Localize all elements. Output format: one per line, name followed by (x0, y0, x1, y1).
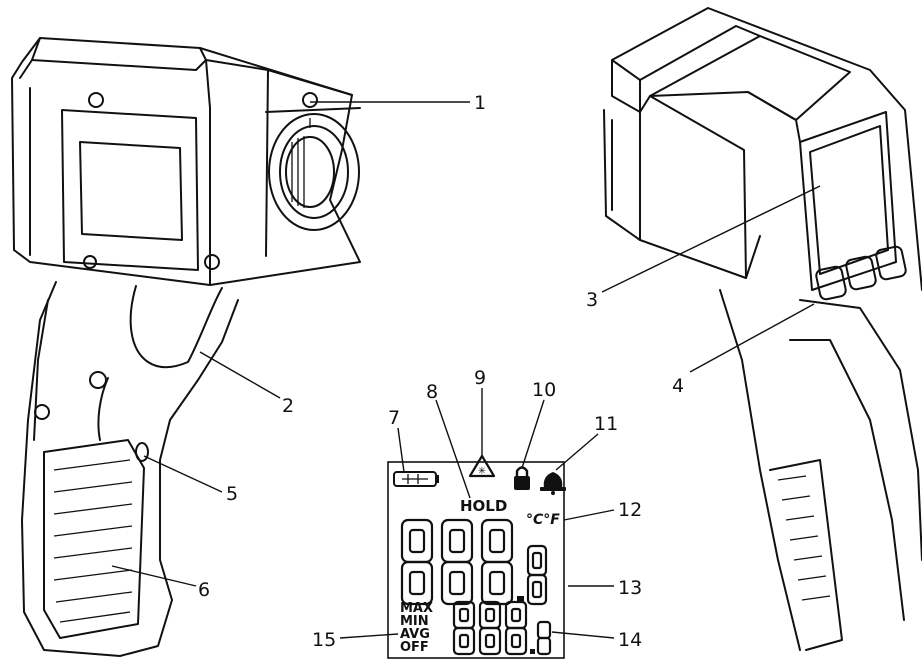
button-middle-icon (845, 255, 877, 291)
callout-8: 8 (426, 381, 438, 403)
alarm-bell-icon (540, 472, 566, 495)
thermometer-front-view (11, 37, 361, 657)
mode-labels: MAX MIN AVG OFF (400, 601, 433, 655)
callout-13: 13 (618, 577, 642, 599)
grip-panel (43, 439, 145, 639)
leader-lines (111, 101, 821, 639)
callout-15: 15 (312, 629, 336, 651)
callout-5: 5 (226, 483, 238, 505)
lcd-frame (387, 461, 565, 659)
lock-icon (514, 466, 530, 490)
primary-reading-digits (400, 518, 548, 606)
lcd-display: ✳ HOLD °C°F (387, 454, 566, 659)
mode-max: MAX (400, 601, 433, 616)
mode-avg: AVG (400, 627, 430, 642)
thermometer-rear-view (603, 7, 922, 651)
callout-7: 7 (388, 407, 400, 429)
laser-warning-icon: ✳ (468, 454, 496, 478)
lcd-screen-outline (799, 111, 897, 291)
ir-sensor-lens (268, 113, 360, 231)
laser-aperture-icon (302, 92, 318, 108)
callout-14: 14 (618, 629, 642, 651)
callout-12: 12 (618, 499, 642, 521)
callout-9: 9 (474, 367, 486, 389)
callout-6: 6 (198, 579, 210, 601)
callout-2: 2 (282, 395, 294, 417)
callout-numbers: 1 2 3 4 5 6 7 8 9 10 11 12 13 14 15 (198, 92, 684, 651)
button-right-icon (875, 245, 907, 281)
callout-1: 1 (474, 92, 486, 114)
unit-label: °C°F (526, 512, 560, 528)
callout-11: 11 (594, 413, 618, 435)
button-left-icon (815, 265, 847, 301)
callout-4: 4 (672, 375, 684, 397)
battery-icon (393, 471, 439, 487)
mode-off: OFF (400, 640, 429, 655)
mode-min: MIN (400, 614, 429, 629)
callout-10: 10 (532, 379, 556, 401)
hold-label: HOLD (460, 497, 507, 515)
secondary-reading-digits (452, 600, 552, 656)
callout-3: 3 (586, 289, 598, 311)
svg-text:✳: ✳ (478, 466, 486, 477)
